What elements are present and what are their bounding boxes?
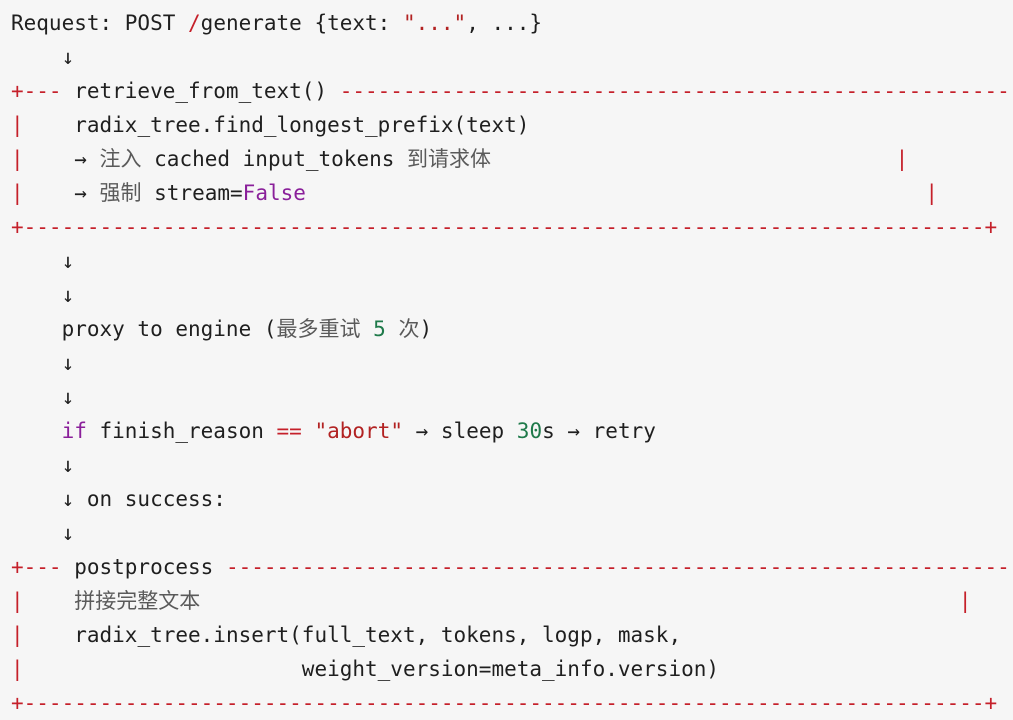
code-line: | 拼接完整文本 | [11, 584, 971, 618]
code-token: → [23, 181, 100, 205]
code-token [361, 317, 374, 341]
code-token: / [188, 11, 201, 35]
code-token: | [11, 181, 24, 205]
code-token [11, 419, 62, 443]
code-token [491, 147, 896, 171]
code-line: +--- postprocess -----------------------… [11, 550, 1013, 584]
code-token: 拼接完整文本 [74, 589, 201, 613]
code-token: | [11, 657, 24, 681]
code-token: +--- [11, 79, 75, 103]
code-token: → sleep [403, 419, 517, 443]
code-line: ↓ [11, 346, 75, 380]
code-token: ↓ [11, 283, 75, 307]
code-token: 注入 [99, 147, 142, 171]
code-token: 次 [398, 317, 420, 341]
code-token: s → retry [542, 419, 656, 443]
code-token: | [895, 147, 909, 171]
code-token: == [276, 419, 302, 443]
code-token: weight_version=meta_info.version) [23, 657, 1010, 681]
code-line: ↓ [11, 244, 75, 278]
code-token: ↓ on success: [11, 487, 226, 511]
code-line: Request: POST /generate {text: "...", ..… [11, 6, 542, 40]
code-token: , ...} [466, 11, 543, 35]
code-line: ↓ [11, 448, 75, 482]
code-token: stream= [141, 181, 243, 205]
code-line: ↓ on success: [11, 482, 226, 516]
code-token: | [11, 623, 24, 647]
code-token: ) [419, 317, 433, 341]
code-token: | [11, 147, 24, 171]
code-line: ↓ [11, 278, 75, 312]
code-token: ↓ [11, 385, 75, 409]
code-token: +--- [11, 555, 75, 579]
code-token: ↓ [11, 249, 75, 273]
code-token: radix_tree.insert(full_text, tokens, log… [23, 623, 1010, 647]
code-line: ↓ [11, 516, 75, 550]
code-line: +---------------------------------------… [11, 686, 997, 720]
code-token: ↓ [11, 521, 75, 545]
code-token [386, 317, 399, 341]
code-line: | radix_tree.insert(full_text, tokens, l… [11, 618, 1013, 652]
code-token: radix_tree.find_longest_prefix(text) [23, 113, 1010, 137]
code-token: +---------------------------------------… [11, 215, 998, 239]
code-token: "..." [402, 11, 467, 35]
code-token: +---------------------------------------… [11, 691, 998, 715]
code-line: ↓ [11, 40, 75, 74]
code-line: proxy to engine (最多重试 5 次) [11, 312, 433, 346]
code-token: finish_reason [86, 419, 277, 443]
code-token: cached input_tokens [141, 147, 408, 171]
code-token: 强制 [99, 181, 142, 205]
code-token: retrieve_from_text() [74, 79, 340, 103]
code-line: | → 注入 cached input_tokens 到请求体 | [11, 142, 908, 176]
code-token [302, 419, 315, 443]
code-line: +--- retrieve_from_text() --------------… [11, 74, 1013, 108]
code-line: | → 强制 stream=False | [11, 176, 938, 210]
code-token: 到请求体 [407, 147, 492, 171]
code-token: if [61, 419, 87, 443]
code-token: ↓ [11, 453, 75, 477]
code-token: | [958, 589, 972, 613]
code-token: | [11, 113, 24, 137]
code-token: generate {text: [200, 11, 403, 35]
code-token: | [925, 181, 939, 205]
code-line: | radix_tree.find_longest_prefix(text) | [11, 108, 1013, 142]
code-token: proxy to engine ( [11, 317, 277, 341]
code-token: 30 [516, 419, 543, 443]
code-token [306, 181, 926, 205]
code-token: Request: POST [11, 11, 189, 35]
code-line: if finish_reason == "abort" → sleep 30s … [11, 414, 656, 448]
code-token [24, 589, 75, 613]
code-line: +---------------------------------------… [11, 210, 997, 244]
code-token: "abort" [314, 419, 403, 443]
code-token: False [242, 181, 306, 205]
code-token: | [11, 589, 24, 613]
code-token [200, 589, 959, 613]
code-line: | weight_version=meta_info.version) | [11, 652, 1013, 686]
code-line: ↓ [11, 380, 75, 414]
code-token: postprocess [74, 555, 226, 579]
code-token: ↓ [11, 45, 75, 69]
code-token: 5 [373, 317, 386, 341]
code-token: ----------------------------------------… [339, 79, 1013, 103]
code-token: | [1010, 657, 1013, 681]
code-token: | [1010, 113, 1013, 137]
code-token: ----------------------------------------… [225, 555, 1013, 579]
code-token: → [23, 147, 100, 171]
code-token: ↓ [11, 351, 75, 375]
code-token: 最多重试 [276, 317, 361, 341]
code-token: | [1010, 623, 1013, 647]
